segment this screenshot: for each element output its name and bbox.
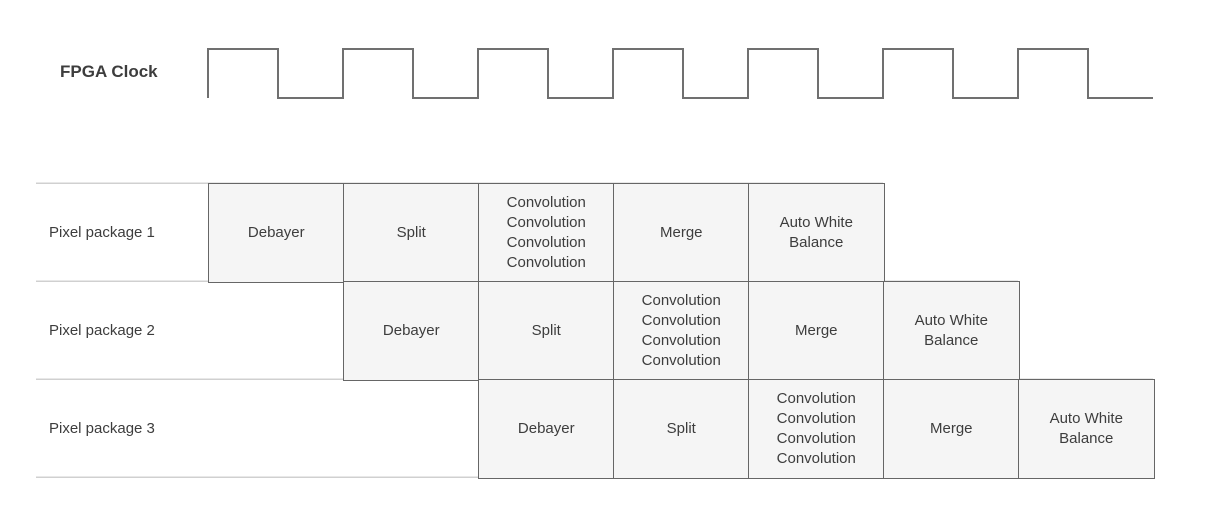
stage-cell-merge: Merge <box>748 281 885 381</box>
stage-cell-debayer: Debayer <box>343 281 480 381</box>
stage-cell-text: Split <box>666 419 696 437</box>
row-label-pixel-package-3: Pixel package 3 <box>49 419 155 437</box>
stage-cell-text: Auto White <box>1049 409 1123 427</box>
fpga-clock-waveform <box>207 48 1153 99</box>
stage-cell-split: Split <box>613 379 750 479</box>
stage-cell-text: Balance <box>1059 429 1114 447</box>
stage-cell-text: Split <box>531 321 561 339</box>
stage-cell-text: Debayer <box>247 223 305 241</box>
stage-cell-text: Auto White <box>779 213 853 231</box>
stage-cell-debayer: Debayer <box>478 379 615 479</box>
stage-cell-text: Convolution <box>776 449 856 467</box>
stage-cell-text: Split <box>396 223 426 241</box>
stage-cell-text: Convolution <box>506 213 586 231</box>
stage-cell-text: Merge <box>659 223 703 241</box>
fpga-clock-label: FPGA Clock <box>60 62 158 81</box>
stage-cell-text: Debayer <box>517 419 575 437</box>
row-label-pixel-package-1: Pixel package 1 <box>49 223 155 241</box>
stage-cell-split: Split <box>478 281 615 381</box>
row-label-pixel-package-2: Pixel package 2 <box>49 321 155 339</box>
stage-cell-text: Convolution <box>776 409 856 427</box>
stage-cell-text: Balance <box>789 233 844 251</box>
stage-cell-text: Auto White <box>914 311 988 329</box>
stage-cell-merge: Merge <box>883 379 1020 479</box>
stage-cell-text: Convolution <box>776 429 856 447</box>
stage-cell-text: Convolution <box>506 233 586 251</box>
stage-cell-text: Convolution <box>641 331 721 349</box>
stage-cell-text: Balance <box>924 331 979 349</box>
stage-cell-text: Convolution <box>776 389 856 407</box>
stage-cell-debayer: Debayer <box>208 183 345 283</box>
stage-cell-merge: Merge <box>613 183 750 283</box>
stage-cell-text: Convolution <box>641 351 721 369</box>
stage-cell-text: Convolution <box>641 291 721 309</box>
stage-cell-text: Convolution <box>641 311 721 329</box>
stage-cell-text: Debayer <box>382 321 440 339</box>
stage-cell-text: Merge <box>929 419 973 437</box>
stage-cell-split: Split <box>343 183 480 283</box>
stage-cell-text: Convolution <box>506 253 586 271</box>
stage-cell-text: Merge <box>794 321 838 339</box>
stage-cell-text: Convolution <box>506 193 586 211</box>
